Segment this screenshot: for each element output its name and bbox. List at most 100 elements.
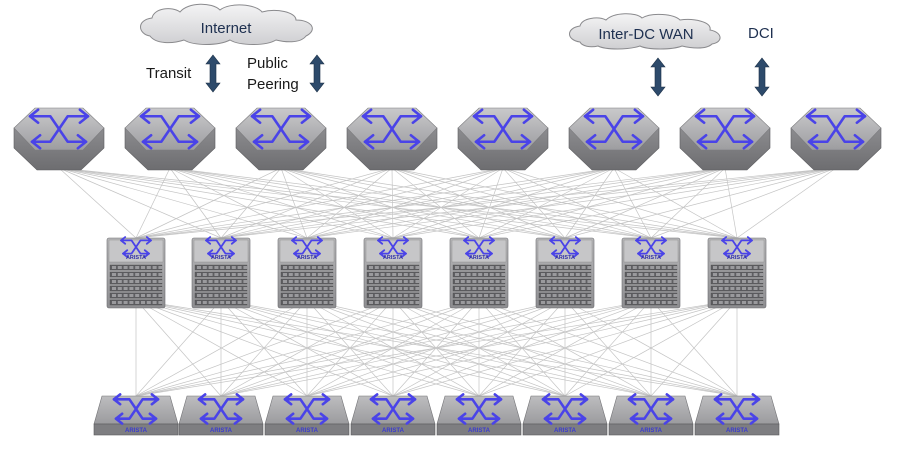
edge-spine-link xyxy=(220,167,837,239)
edge-router xyxy=(457,107,549,171)
edge-spine-link xyxy=(58,167,480,239)
arista-brand-label: ARISTA xyxy=(554,428,577,434)
edge-spine-link xyxy=(220,167,615,239)
edge-spine-link xyxy=(391,167,738,239)
spine-switch: ARISTA xyxy=(621,236,681,309)
arista-brand-label: ARISTA xyxy=(382,428,405,434)
edge-spine-link xyxy=(135,167,171,239)
edge-spine-link xyxy=(280,167,394,239)
edge-spine-link xyxy=(736,167,837,239)
switch-arrows-icon xyxy=(455,393,503,425)
edge-router xyxy=(568,107,660,171)
switch-arrows-icon xyxy=(472,108,534,150)
edge-router xyxy=(346,107,438,171)
chassis-switch-icon: ARISTA xyxy=(621,236,681,309)
edge-spine-link xyxy=(58,167,137,239)
edge-spine-link xyxy=(169,167,480,239)
transit-label: Transit xyxy=(146,65,192,82)
spine-leaf-link xyxy=(135,299,566,397)
arista-brand-label: ARISTA xyxy=(211,255,231,261)
switch-arrows-icon xyxy=(627,393,675,425)
leaf-switch: ARISTA xyxy=(608,393,694,436)
switch-arrows-icon xyxy=(377,236,409,258)
edge-spine-link xyxy=(169,167,652,239)
router-hexagon-icon xyxy=(457,107,549,171)
tor-switch-icon: ARISTA xyxy=(522,393,608,436)
cloud-icon xyxy=(569,13,721,50)
cloud-icon xyxy=(140,3,313,45)
edge-spine-link xyxy=(220,167,282,239)
internet-cloud: Internet xyxy=(140,3,313,45)
router-hexagon-icon xyxy=(679,107,771,171)
edge-spine-link xyxy=(306,167,615,239)
spine-switch: ARISTA xyxy=(277,236,337,309)
edge-spine-link xyxy=(135,167,504,239)
arista-brand-label: ARISTA xyxy=(727,255,747,261)
edge-router xyxy=(13,107,105,171)
tor-switch-icon: ARISTA xyxy=(350,393,436,436)
tor-switch-icon: ARISTA xyxy=(694,393,780,436)
router-hexagon-icon xyxy=(790,107,882,171)
tor-switch-icon: ARISTA xyxy=(436,393,522,436)
edge-spine-link xyxy=(613,167,652,239)
edge-spine-link xyxy=(135,167,726,239)
edge-spine-link xyxy=(135,167,837,239)
edge-spine-link xyxy=(220,167,504,239)
router-hexagon-icon xyxy=(235,107,327,171)
spine-switch: ARISTA xyxy=(449,236,509,309)
edge-spine-link xyxy=(58,167,566,239)
switch-arrows-icon xyxy=(291,236,323,258)
edge-router xyxy=(235,107,327,171)
edge-spine-link xyxy=(391,167,652,239)
edge-spine-link xyxy=(169,167,566,239)
spine-leaf-link xyxy=(135,299,480,397)
edge-router xyxy=(124,107,216,171)
switch-arrows-icon xyxy=(361,108,423,150)
dci-arrow xyxy=(754,57,770,97)
tor-switch-icon: ARISTA xyxy=(264,393,350,436)
spine-switch: ARISTA xyxy=(191,236,251,309)
switch-arrows-icon xyxy=(197,393,245,425)
edge-spine-link xyxy=(478,167,615,239)
spine-leaf-link xyxy=(135,299,308,397)
spine-leaf-link xyxy=(220,299,738,397)
edge-spine-link xyxy=(135,167,615,239)
leaf-switch: ARISTA xyxy=(522,393,608,436)
inter-dc-wan-label: Inter-DC WAN xyxy=(598,26,693,43)
switch-arrows-icon xyxy=(120,236,152,258)
edge-spine-link xyxy=(306,167,726,239)
chassis-switch-icon: ARISTA xyxy=(191,236,251,309)
inter-dc-wan-cloud: Inter-DC WAN xyxy=(569,13,721,50)
leaf-switch: ARISTA xyxy=(178,393,264,436)
router-hexagon-icon xyxy=(568,107,660,171)
peering-label: Peering xyxy=(247,76,299,93)
spine-switch: ARISTA xyxy=(106,236,166,309)
spine-leaf-link xyxy=(392,299,738,397)
edge-spine-link xyxy=(135,167,282,239)
edge-spine-link xyxy=(280,167,480,239)
arista-brand-label: ARISTA xyxy=(469,255,489,261)
edge-spine-link xyxy=(280,167,738,239)
edge-spine-link xyxy=(135,167,393,239)
switch-arrows-icon xyxy=(112,393,160,425)
edge-spine-link xyxy=(724,167,738,239)
edge-router xyxy=(790,107,882,171)
edge-spine-link xyxy=(392,167,837,239)
spine-leaf-link xyxy=(135,299,222,397)
uplink-arrows xyxy=(205,54,770,97)
edge-spine-link xyxy=(392,167,726,239)
inter-dc-wan-arrow xyxy=(650,57,666,97)
chassis-switch-icon: ARISTA xyxy=(449,236,509,309)
spine-switch: ARISTA xyxy=(707,236,767,309)
updown-arrow-icon xyxy=(650,57,666,97)
switch-arrows-icon xyxy=(635,236,667,258)
arista-brand-label: ARISTA xyxy=(468,428,491,434)
arista-brand-label: ARISTA xyxy=(296,428,319,434)
edge-spine-link xyxy=(280,167,652,239)
edge-spine-link xyxy=(169,167,394,239)
leaf-switch: ARISTA xyxy=(93,393,179,436)
chassis-switch-icon: ARISTA xyxy=(535,236,595,309)
spine-leaf-link xyxy=(306,299,738,397)
